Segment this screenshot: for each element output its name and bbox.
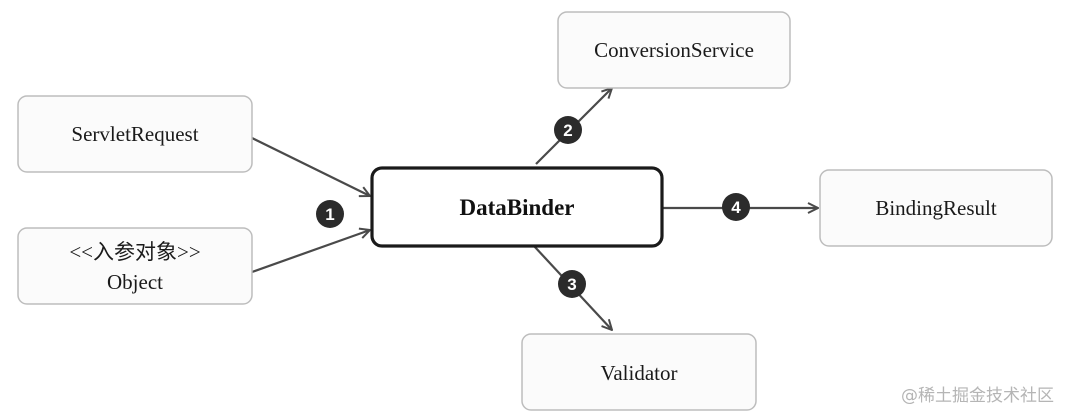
edge-servletrequest-to-databinder [251, 137, 370, 196]
step-marker-2: 2 [554, 116, 582, 144]
node-conversionservice: ConversionService [557, 11, 791, 89]
node-validator: Validator [521, 333, 757, 411]
step-marker-3-label: 3 [567, 275, 576, 294]
node-object-label: Object [107, 270, 163, 294]
step-marker-1-label: 1 [325, 205, 334, 224]
node-validator-label: Validator [601, 361, 678, 385]
node-object: <<入参对象>> Object [17, 227, 253, 305]
node-servletrequest: ServletRequest [17, 95, 253, 173]
step-marker-4: 4 [722, 193, 750, 221]
step-marker-3: 3 [558, 270, 586, 298]
step-marker-1: 1 [316, 200, 344, 228]
node-bindingresult: BindingResult [819, 169, 1053, 247]
node-conversionservice-label: ConversionService [594, 38, 754, 62]
node-object-stereotype: <<入参对象>> [69, 240, 200, 264]
node-servletrequest-label: ServletRequest [71, 122, 198, 146]
node-databinder: DataBinder [370, 166, 664, 248]
node-bindingresult-label: BindingResult [875, 196, 997, 220]
watermark-text: @稀土掘金技术社区 [901, 386, 1054, 406]
node-databinder-label: DataBinder [460, 195, 575, 220]
step-marker-2-label: 2 [563, 121, 572, 140]
edge-object-to-databinder [251, 230, 370, 274]
step-marker-4-label: 4 [731, 198, 741, 217]
